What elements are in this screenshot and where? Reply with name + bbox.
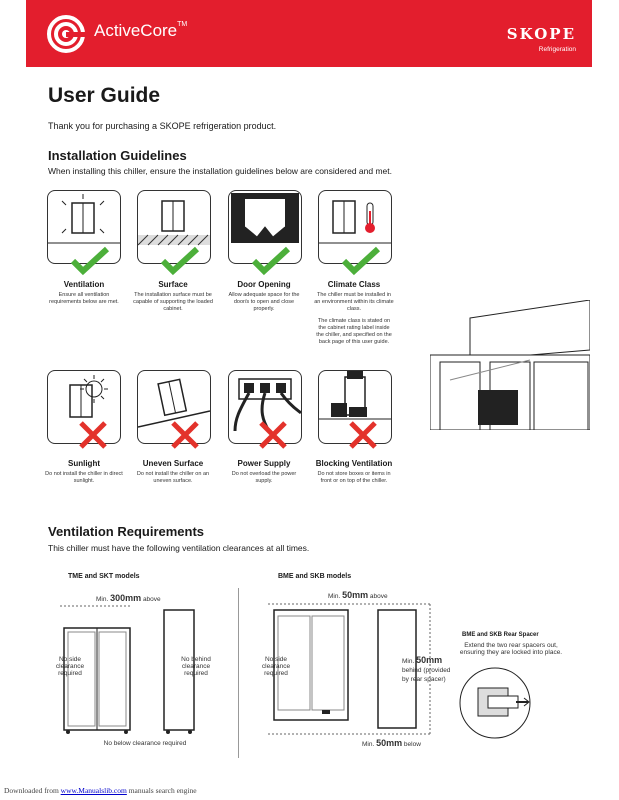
do-title-climate-class: Climate Class [327,280,381,289]
activecore-logo-icon [47,15,86,53]
brand-name: ActiveCoreTM [94,21,188,40]
blocking-ventilation-card [318,370,392,444]
uneven-surface-icon [137,378,211,428]
climate-class-card [318,190,392,264]
do-title-door-opening: Door Opening [237,280,291,289]
rating-label-illustration [430,300,590,430]
dont-title-blocking-ventilation: Blocking Ventilation [315,459,393,468]
uneven-surface-card [137,370,211,444]
do-desc-surface: The installation surface must be capable… [133,292,213,312]
check-icon [251,246,291,276]
cross-icon [259,421,287,449]
check-icon [70,246,110,276]
company-logo: SKOPE [506,25,576,43]
footer-source: Downloaded from www.Manualslib.com manua… [4,786,197,795]
header-banner: ActiveCoreTM SKOPE Refrigeration [26,0,592,67]
bme-skb-cabinet-illustration [268,603,431,735]
do-desc-ventilation: Ensure all ventilation requirements belo… [49,292,119,305]
bme-skb-label: BME and SKB models [278,573,352,580]
ventilation-icon [48,194,120,244]
do-desc-climate-class: The chiller must be installed in an envi… [314,292,394,312]
dont-title-uneven-surface: Uneven Surface [142,459,204,468]
do-title-ventilation: Ventilation [63,280,105,289]
blocking-ventilation-icon [319,371,391,420]
ventilation-subtitle: This chiller must have the following ven… [48,543,310,553]
door-opening-card [228,190,302,264]
cross-icon [79,421,107,449]
rear-spacer-illustration [459,667,531,739]
surface-icon [137,200,210,246]
installation-subtitle: When installing this chiller, ensure the… [48,166,392,176]
dont-desc-blocking-ventilation: Do not store boxes or items in front or … [317,471,391,484]
dont-title-sunlight: Sunlight [68,459,100,468]
do-desc-door-opening: Allow adequate space for the door/s to o… [228,292,300,312]
door-opening-icon [231,193,299,243]
rear-spacer-desc: Extend the two rear spacers out, ensurin… [459,642,563,656]
check-icon [160,246,200,276]
bme-side-note: No side clearance required [261,656,291,677]
bme-behind-clearance: Min. 50mm behind (provided by rear space… [402,655,451,684]
cross-icon [171,421,199,449]
tme-top-clearance: Min. 300mm above [96,593,161,603]
tme-side-note: No side clearance required [55,656,85,677]
manualslib-link[interactable]: www.Manualslib.com [60,786,127,795]
climate-class-note: The climate class is stated on the cabin… [316,318,392,345]
bme-top-clearance: Min. 50mm above [328,590,388,600]
section-divider [238,588,239,758]
intro-text: Thank you for purchasing a SKOPE refrige… [48,121,277,131]
division-label: Refrigeration [538,46,576,53]
bme-below-clearance: Min. 50mm below [362,738,421,748]
surface-card [137,190,211,264]
power-supply-icon [233,378,303,432]
ventilation-card [47,190,121,264]
ventilation-heading: Ventilation Requirements [48,524,205,539]
sunlight-card [47,370,121,444]
sunlight-icon [69,375,108,418]
check-icon [341,246,381,276]
dont-title-power-supply: Power Supply [237,459,291,468]
page-title: User Guide [48,84,161,107]
cross-icon [349,421,377,449]
tme-below-note: No below clearance required [103,740,187,747]
do-title-surface: Surface [158,280,188,289]
rear-spacer-title: BME and SKB Rear Spacer [462,632,539,638]
dont-desc-power-supply: Do not overload the power supply. [231,471,297,484]
dont-desc-sunlight: Do not install the chiller in direct sun… [45,471,123,484]
dont-desc-uneven-surface: Do not install the chiller on an uneven … [136,471,210,484]
installation-heading: Installation Guidelines [48,148,187,163]
tme-skt-label: TME and SKT models [68,573,140,580]
tme-behind-note: No behind clearance required [181,656,211,677]
climate-class-icon [319,200,391,244]
tme-skt-cabinet-illustration [60,605,195,734]
power-supply-card [228,370,303,444]
